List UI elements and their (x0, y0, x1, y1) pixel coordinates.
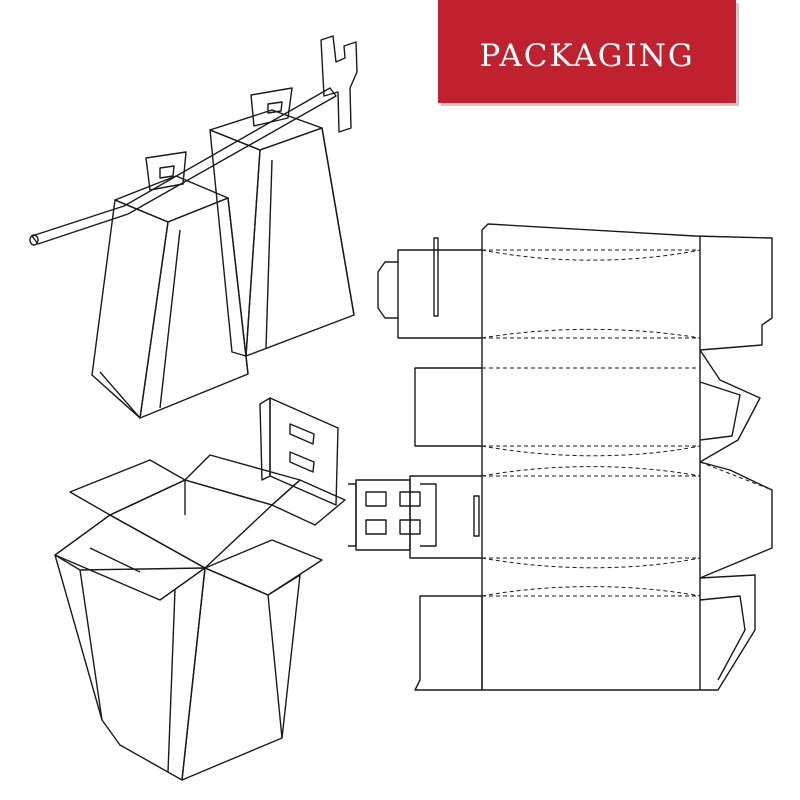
peg-hook (29, 35, 358, 246)
front-hanging-box (91, 151, 249, 419)
open-box-left-side (54, 554, 206, 781)
slot-mark (433, 237, 439, 317)
open-box-hang-tab (259, 397, 339, 506)
banner-title: PACKAGING (479, 37, 695, 74)
hanging-boxes-figure (29, 35, 358, 419)
open-box-right-side (181, 567, 301, 781)
open-box-inner-top (109, 479, 273, 569)
open-box-figure (54, 397, 346, 781)
packaging-banner: PACKAGING (438, 0, 736, 103)
dieline-template (348, 223, 773, 691)
back-hanging-box (209, 87, 355, 357)
slot-mark-2 (473, 495, 480, 537)
fold-lines (397, 249, 773, 597)
open-box-front-left-flap (54, 514, 206, 601)
open-box-back-flap (184, 454, 301, 506)
open-box-right-flap (271, 479, 346, 526)
dieline-hang-tab (348, 479, 437, 551)
open-box-front-right-flap (204, 539, 323, 596)
